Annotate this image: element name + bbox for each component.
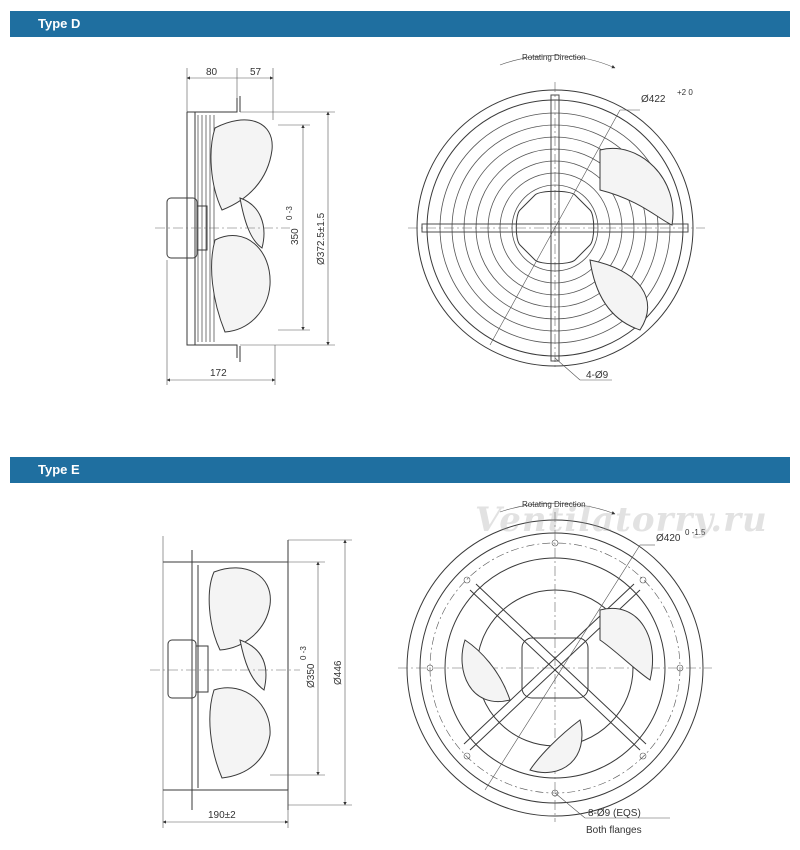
- dim-350-d: 350: [290, 228, 301, 245]
- type-e-drawing: 190±2 Ø350 0 -3 Ø446: [150, 500, 712, 836]
- dim-422-tol: +2 0: [677, 88, 693, 97]
- type-e-side-view: 190±2 Ø350 0 -3 Ø446: [150, 536, 352, 828]
- dim-422: Ø422: [641, 94, 666, 105]
- dim-holes-d: 4-Ø9: [586, 370, 609, 381]
- rotating-direction-d: Rotating Direction: [522, 53, 586, 62]
- rotating-direction-e: Rotating Direction: [522, 500, 586, 509]
- type-d-drawing: 80 57 350 0 -3 Ø372.5±1.5 172: [155, 53, 705, 385]
- dim-80: 80: [206, 67, 218, 78]
- watermark: Ventilatorry.ru: [475, 500, 768, 540]
- type-e-front-view: Rotating Direction Ø420 0 -1.5 8-Ø9 (EQS…: [398, 500, 712, 836]
- dim-holes-e: 8-Ø9 (EQS): [588, 808, 641, 819]
- dim-350-d-tol: 0 -3: [285, 206, 294, 220]
- type-d-front-view: Rotating Direction Ø422 +2 0 4-Ø9: [408, 53, 705, 381]
- dim-172: 172: [210, 368, 227, 379]
- dim-420-tol: 0 -1.5: [685, 528, 706, 537]
- section-header-type-e: Type E: [10, 457, 790, 483]
- dim-57: 57: [250, 67, 262, 78]
- dim-350-e: Ø350: [306, 663, 317, 688]
- type-d-side-view: 80 57 350 0 -3 Ø372.5±1.5 172: [155, 67, 335, 385]
- dim-190: 190±2: [208, 810, 236, 821]
- dim-420: Ø420: [656, 533, 681, 544]
- holes-note-e: Both flanges: [586, 825, 642, 836]
- dim-372-d: Ø372.5±1.5: [316, 212, 327, 265]
- dim-350-e-tol: 0 -3: [299, 646, 308, 660]
- dim-446: Ø446: [333, 660, 344, 685]
- section-header-type-d: Type D: [10, 11, 790, 37]
